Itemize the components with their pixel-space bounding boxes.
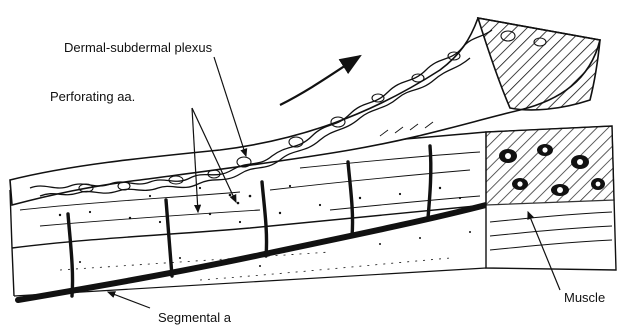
label-segmental-artery: Segmental a bbox=[158, 310, 231, 325]
label-perforating-arteries: Perforating aa. bbox=[50, 89, 135, 104]
flap-elevation-arrow bbox=[280, 56, 360, 105]
segmental-artery bbox=[18, 205, 486, 300]
muscle-block bbox=[486, 126, 616, 270]
label-muscle: Muscle bbox=[564, 290, 605, 305]
label-dermal-subdermal-plexus: Dermal-subdermal plexus bbox=[64, 40, 212, 55]
leader-segmental bbox=[108, 292, 150, 308]
leader-dermal-plexus bbox=[214, 57, 246, 156]
